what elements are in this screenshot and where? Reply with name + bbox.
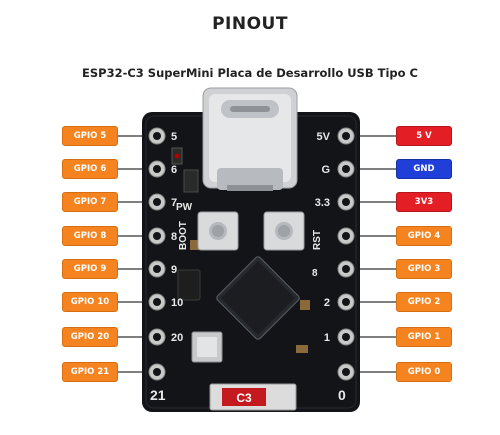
silkscreen-left-numbers: 5 6 7 8 9 10 20: [171, 131, 183, 344]
usb-c-connector: [202, 87, 298, 191]
ceramic-antenna: C3: [209, 383, 297, 411]
pad-hole: [153, 165, 161, 173]
silkscreen-right-number: 2: [324, 297, 330, 309]
header-pads: [148, 127, 355, 381]
pin-label-right: GPIO 4: [396, 226, 452, 246]
pad-hole: [342, 132, 350, 140]
esp32-c3-chip: [216, 256, 300, 340]
pad-hole: [342, 198, 350, 206]
pin-label-left: GPIO 5: [62, 126, 118, 146]
pad-hole: [153, 298, 161, 306]
pin-label-right: GPIO 3: [396, 259, 452, 279]
smd-component: [183, 169, 199, 193]
silkscreen-left-number: 8: [171, 231, 177, 243]
silkscreen-left-number: 10: [171, 297, 183, 309]
pin-label-left: GPIO 7: [62, 192, 118, 212]
chip-marking: C3: [236, 391, 252, 405]
pin-label-left: GPIO 9: [62, 259, 118, 279]
smd-capacitor: [190, 240, 200, 250]
silkscreen-pw: PW: [176, 202, 193, 213]
silkscreen-right-numbers: 5V G 3.3 2 1: [315, 131, 331, 344]
crystal-oscillator: [191, 331, 223, 363]
silkscreen-left-number: 20: [171, 332, 183, 344]
pad-hole: [153, 232, 161, 240]
silkscreen-pin-8: 8: [312, 268, 318, 279]
pad-hole: [153, 198, 161, 206]
silkscreen-left-number: 7: [171, 197, 177, 209]
pin-label-right: GPIO 1: [396, 327, 452, 347]
pad-hole: [342, 368, 350, 376]
silkscreen-left-number: 5: [171, 131, 177, 143]
pad-hole: [342, 232, 350, 240]
reset-button[interactable]: [263, 211, 305, 251]
pin-label-right: GPIO 0: [396, 362, 452, 382]
page-subtitle: ESP32-C3 SuperMini Placa de Desarrollo U…: [82, 66, 418, 80]
silkscreen-left-number: 9: [171, 264, 177, 276]
power-led: [174, 153, 180, 159]
silkscreen-left-number: 6: [171, 164, 177, 176]
boot-button[interactable]: [197, 211, 239, 251]
pin-label-left: GPIO 10: [62, 292, 118, 312]
pad-hole: [153, 368, 161, 376]
silkscreen-boot: BOOT: [178, 221, 189, 250]
silkscreen-bottom-left: 21: [150, 387, 166, 403]
pad-hole: [153, 333, 161, 341]
pin-label-left: GPIO 20: [62, 327, 118, 347]
pin-label-left: GPIO 21: [62, 362, 118, 382]
smd-capacitor-3: [296, 345, 308, 353]
pad-hole: [342, 265, 350, 273]
pin-label-right: 5 V: [396, 126, 452, 146]
pad-hole: [342, 298, 350, 306]
silkscreen-bottom-right: 0: [338, 387, 346, 403]
pad-hole: [342, 333, 350, 341]
pad-hole: [153, 265, 161, 273]
voltage-regulator: [177, 269, 201, 301]
silkscreen-right-number: 3.3: [315, 197, 330, 209]
page-title: PINOUT: [212, 14, 288, 34]
pin-label-right: GPIO 2: [396, 292, 452, 312]
smd-capacitor-2: [300, 300, 310, 310]
pin-label-right: GND: [396, 159, 452, 179]
silkscreen-right-number: G: [321, 164, 330, 176]
silkscreen-rst: RST: [312, 230, 323, 250]
pin-label-left: GPIO 8: [62, 226, 118, 246]
pad-hole: [342, 165, 350, 173]
pin-label-left: GPIO 6: [62, 159, 118, 179]
silkscreen-right-number: 1: [324, 332, 330, 344]
pad-hole: [153, 132, 161, 140]
silkscreen-right-number: 5V: [317, 131, 331, 143]
pin-label-right: 3V3: [396, 192, 452, 212]
